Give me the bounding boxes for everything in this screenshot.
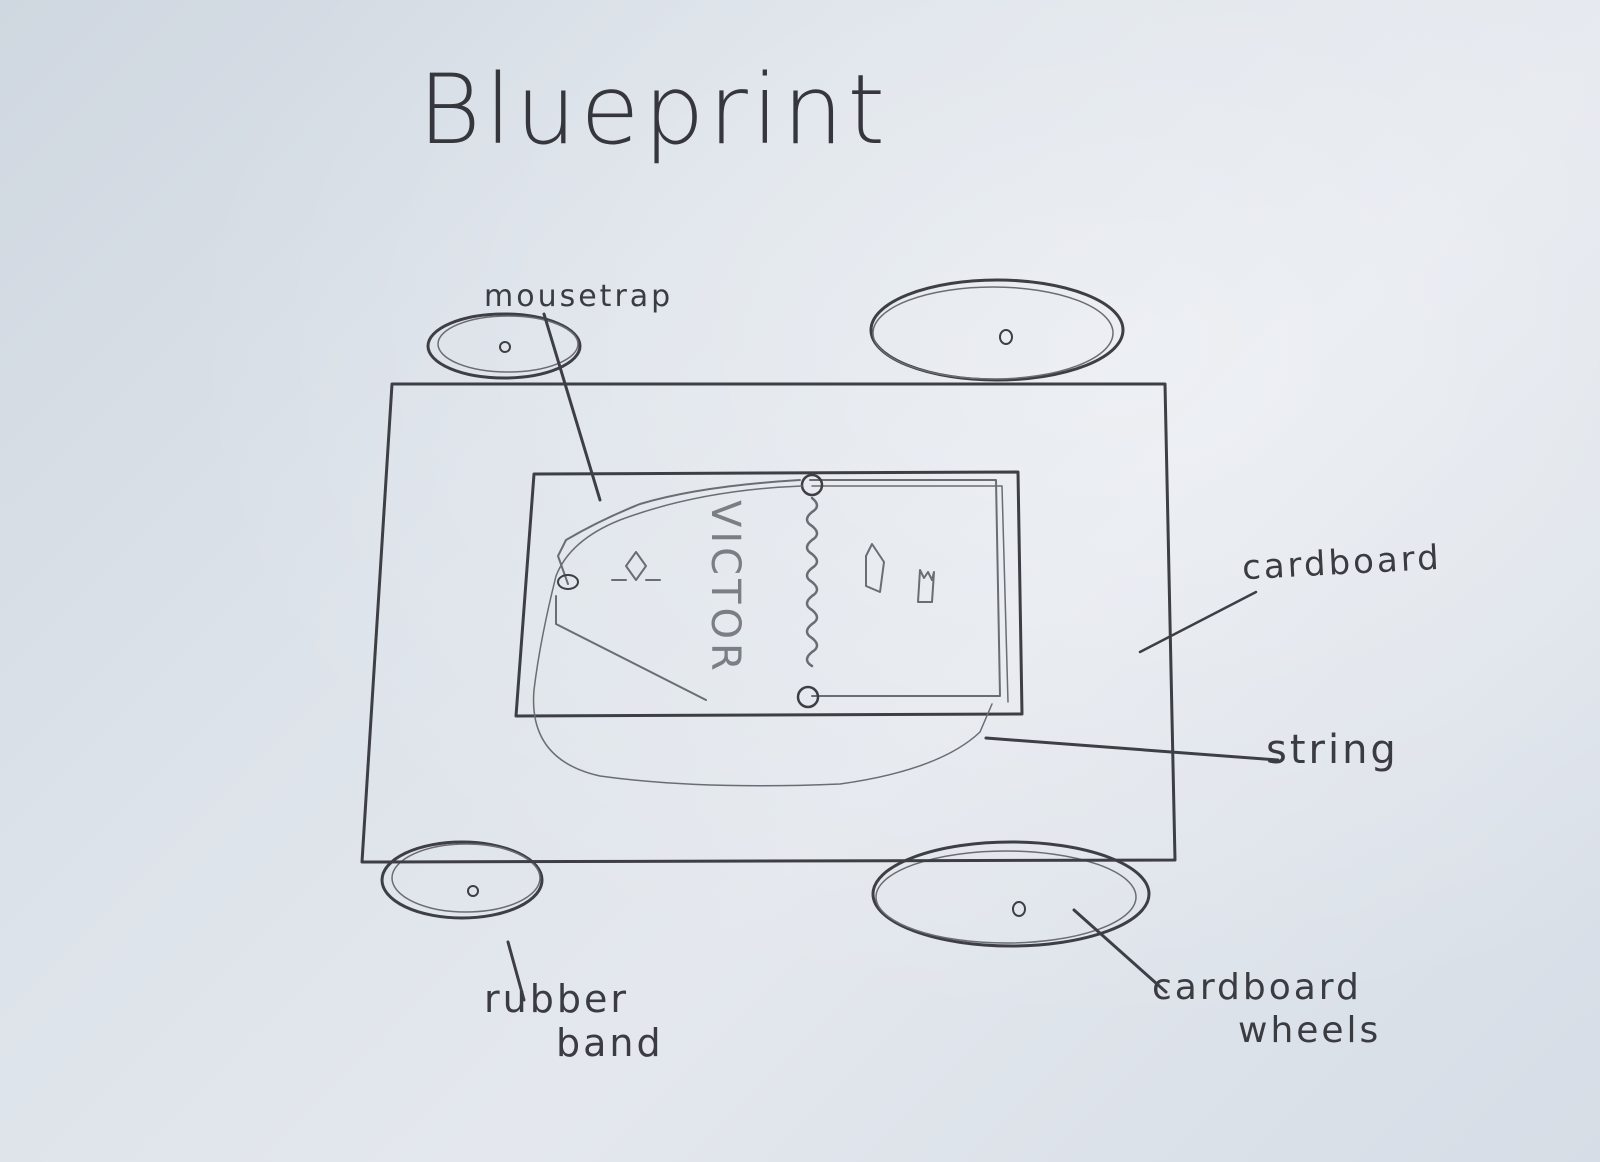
label-rubber-band-line2: band xyxy=(556,1020,664,1065)
label-cardboard-wheels-line2: wheels xyxy=(1238,1010,1382,1052)
label-cardboard: cardboard xyxy=(1241,537,1443,589)
diagram-title: Blueprint xyxy=(418,54,889,166)
wheel-bottom-left xyxy=(380,840,544,920)
string xyxy=(532,485,993,787)
cardboard-base xyxy=(360,382,1177,864)
trap-brand-text: VICTOR xyxy=(702,500,748,675)
label-mousetrap: mousetrap xyxy=(484,279,674,314)
label-rubber-band: rubber band xyxy=(484,977,664,1065)
wheel-top-left xyxy=(426,312,582,380)
label-string: string xyxy=(1266,727,1399,773)
leader-lines xyxy=(506,312,1280,1002)
label-rubber-band-line1: rubber xyxy=(484,977,629,1021)
label-cardboard-wheels: cardboard wheels xyxy=(1152,966,1381,1052)
mousetrap-body: VICTOR xyxy=(514,470,1024,718)
wheel-bottom-right xyxy=(871,840,1151,948)
wheel-top-right xyxy=(869,278,1125,382)
label-cardboard-wheels-line1: cardboard xyxy=(1152,967,1362,1008)
